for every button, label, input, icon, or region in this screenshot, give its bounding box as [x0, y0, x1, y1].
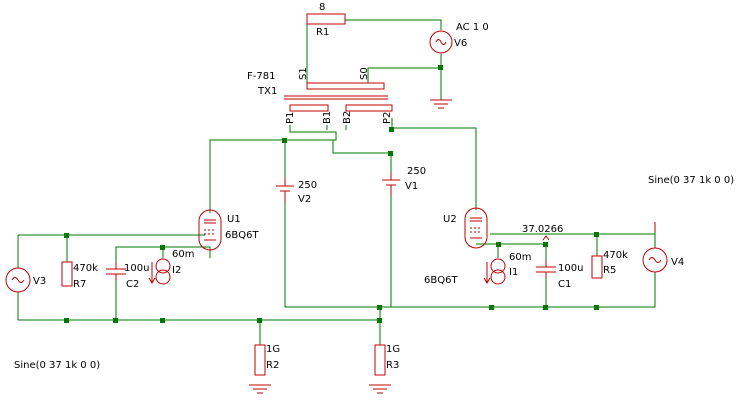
label-u1-name: U1 [227, 214, 241, 225]
battery-v2[interactable] [276, 178, 294, 202]
probe-marker [542, 235, 550, 241]
junction-dot [388, 151, 393, 156]
junction-dot [160, 245, 165, 250]
label-c1-name: C1 [558, 279, 571, 290]
label-v4-name: V4 [671, 257, 684, 268]
label-tx1-name: TX1 [257, 86, 277, 97]
pin-label-b2: B2 [342, 111, 353, 124]
wire-p2-u2-plate [391, 118, 477, 210]
junction-dot [594, 232, 599, 237]
resistor-r2[interactable] [254, 344, 266, 376]
tube-u2[interactable] [464, 207, 488, 249]
junction-dot [489, 305, 494, 310]
wire-v6-to-s0 [367, 54, 442, 83]
capacitor-c1[interactable] [536, 260, 556, 278]
wire-v2-return [284, 202, 492, 308]
label-i2-name: I2 [172, 265, 181, 276]
resistor-r7[interactable] [61, 261, 73, 287]
wire-u2-cathode [476, 243, 547, 260]
label-r5-name: R5 [603, 265, 616, 276]
label-v1-value: 250 [407, 166, 426, 177]
junction-dot [377, 318, 382, 323]
capacitor-c2[interactable] [106, 262, 126, 280]
label-c2-value: 100u [124, 263, 149, 274]
label-r7-value: 470k [73, 263, 98, 274]
label-v6-value: AC 1 0 [456, 22, 489, 33]
junctions [64, 65, 599, 323]
resistor-r3[interactable] [374, 344, 386, 376]
source-v6[interactable] [429, 30, 453, 54]
label-v3-name: V3 [33, 276, 46, 287]
label-u1-model: 6BQ6T [225, 230, 259, 241]
label-v2-value: 250 [298, 180, 317, 191]
label-v1-name: V1 [405, 181, 418, 192]
label-r1-value: 8 [319, 2, 325, 13]
label-c1-value: 100u [558, 263, 583, 274]
labels: 8 R1 AC 1 0 V6 F-781 TX1 S1 S0 P1 B1 B2 … [14, 2, 734, 371]
junction-dot [438, 65, 443, 70]
label-r1-name: R1 [316, 27, 329, 38]
wire-u1-cathode [115, 246, 211, 262]
pin-label-s1: S1 [298, 67, 309, 80]
components [5, 13, 668, 394]
junction-dot [543, 242, 548, 247]
label-tx1-model: F-781 [247, 71, 275, 82]
junction-dot [543, 305, 548, 310]
label-i2-value: 60m [172, 249, 194, 260]
tube-u1[interactable] [198, 209, 222, 251]
wire-b2-v1 [332, 140, 392, 172]
junction-dot [594, 305, 599, 310]
label-i1-name: I1 [509, 267, 518, 278]
label-u2-name: U2 [443, 214, 457, 225]
source-v4[interactable] [642, 247, 668, 273]
junction-dot [389, 127, 394, 132]
label-v6-name: V6 [454, 38, 467, 49]
label-v3-value: Sine(0 37 1k 0 0) [14, 360, 100, 371]
current-source-i2[interactable] [148, 258, 171, 285]
label-r7-name: R7 [73, 279, 86, 290]
junction-dot [113, 318, 118, 323]
ground-symbol [430, 99, 452, 109]
wire-p1-u1-plate [209, 125, 337, 213]
label-i1-value: 60m [509, 252, 531, 263]
ground-symbol [369, 384, 391, 394]
pin-label-p2: P2 [382, 112, 393, 124]
label-v4-value: Sine(0 37 1k 0 0) [648, 175, 734, 186]
resistor-r5[interactable] [591, 255, 603, 279]
label-r2-name: R2 [266, 360, 279, 371]
label-r3-name: R3 [386, 360, 399, 371]
battery-v1[interactable] [382, 172, 400, 196]
label-r3-value: 1G [386, 344, 400, 355]
wires [17, 19, 656, 345]
label-r2-value: 1G [266, 344, 280, 355]
junction-dot [64, 233, 69, 238]
resistor-r1[interactable] [306, 13, 346, 25]
label-r5-value: 470k [603, 250, 628, 261]
junction-dot [257, 318, 262, 323]
pin-label-p1: P1 [285, 112, 296, 124]
probe-voltage-label: 37.0266 [522, 224, 563, 235]
junction-dot [282, 138, 287, 143]
transformer-tx1[interactable] [284, 82, 393, 112]
junction-dot [160, 318, 165, 323]
pin-label-s0: S0 [359, 67, 370, 80]
ground-symbol [249, 384, 271, 394]
current-source-i1[interactable] [483, 258, 506, 285]
source-v3[interactable] [5, 267, 31, 293]
junction-dot [64, 318, 69, 323]
junction-dot [496, 242, 501, 247]
pin-label-b1: B1 [322, 111, 333, 124]
label-c2-name: C2 [126, 279, 139, 290]
junction-dot [377, 305, 382, 310]
wire-r1-right [345, 19, 442, 30]
label-u2-model: 6BQ6T [424, 275, 458, 286]
label-v2-name: V2 [298, 194, 311, 205]
